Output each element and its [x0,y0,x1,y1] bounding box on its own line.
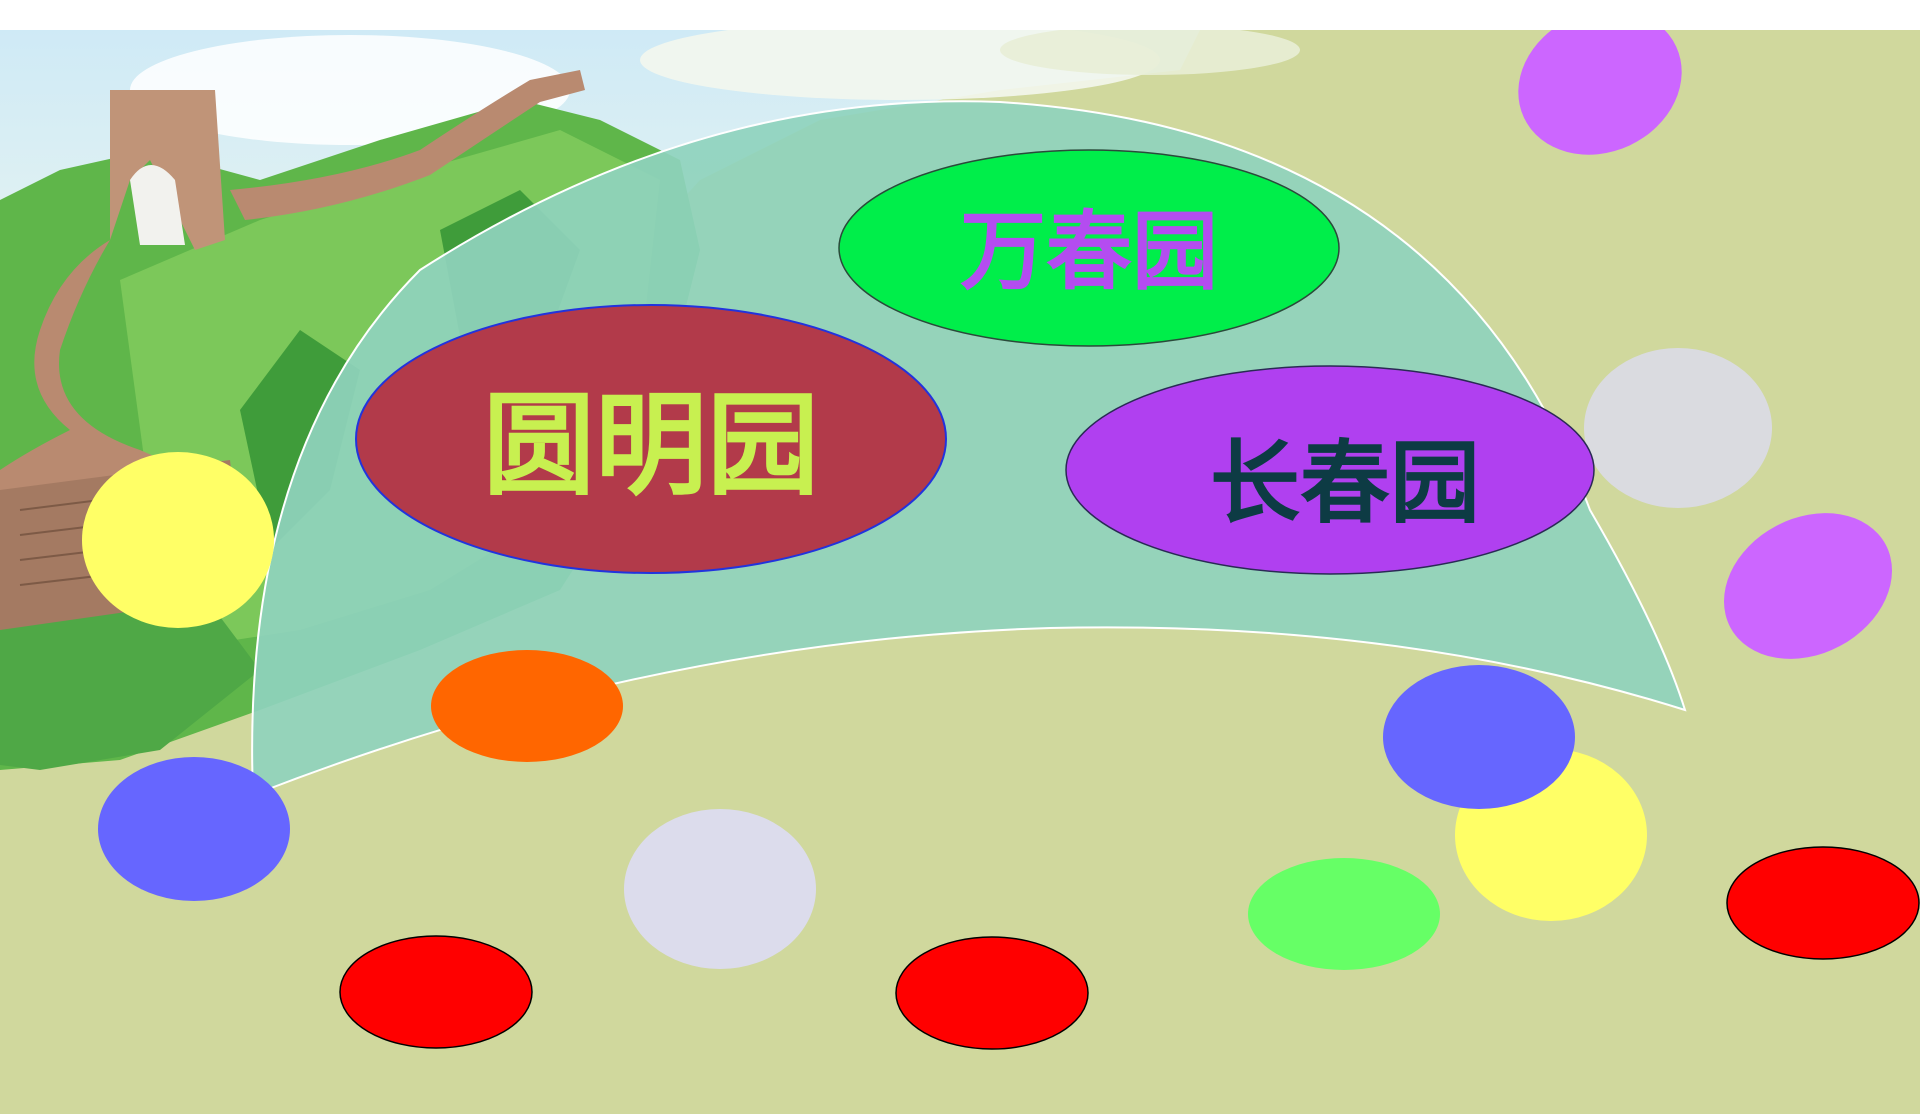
slide-canvas: 万春园 圆明园 长春园 [0,30,1920,1114]
dot-orange [431,650,623,762]
dot-purple-right [1723,513,1893,659]
slide-artwork [0,30,1920,1050]
dot-green [1248,858,1440,970]
label-changchun-garden: 长春园 [1210,430,1480,536]
label-yuanming-garden: 圆明园 [483,380,819,511]
label-wanchun-garden: 万春园 [960,200,1218,302]
dot-lavender-right [1584,348,1772,508]
dot-red-left [339,935,533,1049]
dot-red-right [1726,846,1920,960]
oval-wanchun [838,149,1340,347]
decorative-dots [82,30,1920,1050]
dot-lavender-center [624,809,816,969]
dot-blue-left [98,757,290,901]
dot-purple-top [1518,30,1682,155]
oval-yuanming [355,304,947,574]
dot-yellow-left [82,452,274,628]
oval-changchun [1065,365,1595,575]
dot-blue-right [1383,665,1575,809]
dot-red-center [895,936,1089,1050]
